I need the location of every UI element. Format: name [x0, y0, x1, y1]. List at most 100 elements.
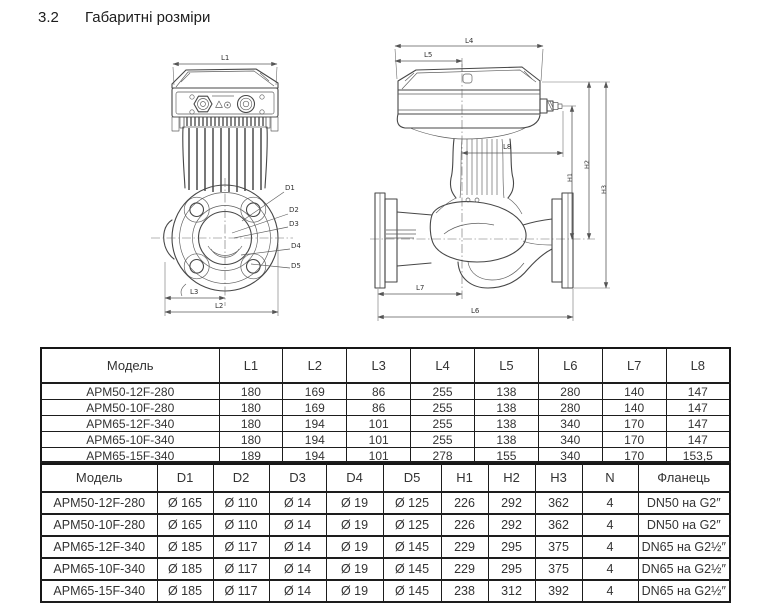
table-cell: 362 — [534, 513, 583, 537]
dimension-l3: L3 — [164, 262, 226, 316]
table-cell: 4 — [581, 513, 639, 537]
table-cell: 147 — [665, 399, 731, 416]
dim-label-d2: D2 — [289, 206, 299, 214]
dim-label-d4: D4 — [291, 242, 301, 250]
table-cell: 375 — [534, 535, 583, 559]
table-cell: DN65 на G2½″ — [637, 579, 731, 603]
pump-volute — [396, 197, 553, 289]
column-header: Фланець — [637, 461, 731, 493]
table-cell: 280 — [537, 399, 603, 416]
table-cell: 147 — [665, 431, 731, 448]
table-cell: 138 — [474, 382, 539, 400]
table-cell: Ø 117 — [212, 557, 270, 581]
table-cell: 101 — [346, 447, 412, 465]
table-cell: Ø 145 — [382, 557, 442, 581]
table-cell: 140 — [601, 382, 667, 400]
table-cell: APM65-12F-340 — [40, 415, 220, 432]
table-cell: 392 — [534, 579, 583, 603]
right-flange — [551, 192, 574, 289]
dim-label-l1: L1 — [221, 54, 229, 62]
table-cell: 180 — [218, 382, 284, 400]
table-cell: 292 — [487, 513, 536, 537]
table-cell: 169 — [282, 382, 348, 400]
table-cell: 101 — [346, 431, 412, 448]
table-cell: 229 — [440, 557, 489, 581]
pump-flange-circle — [151, 178, 293, 306]
table-cell: Ø 125 — [382, 513, 442, 537]
table-cell: 194 — [282, 431, 348, 448]
column-header: L1 — [218, 347, 284, 384]
table-cell: 229 — [440, 535, 489, 559]
table-cell: 101 — [346, 415, 412, 432]
table-cell: Ø 165 — [156, 491, 214, 515]
table-cell: Ø 117 — [212, 579, 270, 603]
table-cell: Ø 19 — [325, 579, 384, 603]
table-cell: APM50-12F-280 — [40, 491, 158, 515]
dim-label-l5: L5 — [424, 51, 432, 59]
table-cell: Ø 165 — [156, 513, 214, 537]
section-number: 3.2 — [38, 9, 59, 26]
column-header: L4 — [410, 347, 475, 384]
dim-label-h3: H3 — [600, 185, 608, 194]
column-header: D2 — [212, 461, 270, 493]
table-cell: Ø 19 — [325, 513, 384, 537]
column-header: N — [581, 461, 639, 493]
table-cell: Ø 14 — [268, 579, 327, 603]
cable-gland-hex — [193, 95, 213, 113]
terminal-box-lid — [171, 68, 279, 89]
table-cell: 180 — [218, 399, 284, 416]
warning-triangle-icon — [215, 100, 223, 108]
dim-label-l3: L3 — [190, 288, 198, 296]
table-cell: 292 — [487, 491, 536, 515]
column-header: D5 — [382, 461, 442, 493]
cable-gland-side — [539, 98, 563, 114]
table-cell: 340 — [537, 431, 603, 448]
dimension-l4: L4 — [394, 37, 544, 82]
table-cell: 153,5 — [665, 447, 731, 465]
table-cell: 375 — [534, 557, 583, 581]
table-cell: 147 — [665, 382, 731, 400]
table-cell: Ø 185 — [156, 579, 214, 603]
cable-connector — [236, 94, 256, 114]
table-cell: 255 — [410, 431, 475, 448]
column-header: Модель — [40, 461, 158, 493]
dimension-l6: L6 — [377, 289, 574, 321]
dimension-h2: H2 — [542, 81, 610, 240]
table-cell: 226 — [440, 491, 489, 515]
table-cell: DN65 на G2½″ — [637, 557, 731, 581]
dim-label-l2: L2 — [215, 302, 223, 310]
column-header: H2 — [487, 461, 536, 493]
table-cell: 86 — [346, 399, 412, 416]
dim-label-d3: D3 — [289, 220, 299, 228]
table-cell: Ø 110 — [212, 513, 270, 537]
table-cell: 194 — [282, 415, 348, 432]
table-cell: Ø 14 — [268, 535, 327, 559]
table-cell: APM50-10F-280 — [40, 399, 220, 416]
diameter-callouts: D1 D2 D3 D4 D5 — [231, 184, 301, 270]
table-cell: 362 — [534, 491, 583, 515]
dimension-h1: H1 — [562, 105, 576, 240]
table-cell: APM50-10F-280 — [40, 513, 158, 537]
table-cell: 180 — [218, 431, 284, 448]
dim-label-l6: L6 — [471, 307, 480, 315]
table-cell: Ø 19 — [325, 535, 384, 559]
table-cell: Ø 14 — [268, 491, 327, 515]
table-cell: 86 — [346, 382, 412, 400]
motor-neck-fins — [449, 138, 515, 199]
bolt-hole — [189, 202, 205, 218]
cooling-fins — [182, 126, 268, 192]
table-cell: 295 — [487, 557, 536, 581]
table-cell: 4 — [581, 579, 639, 603]
column-header: L5 — [474, 347, 539, 384]
terminal-box-side — [396, 89, 541, 140]
dimension-l8: L8 — [461, 111, 564, 157]
table-cell: Ø 19 — [325, 557, 384, 581]
